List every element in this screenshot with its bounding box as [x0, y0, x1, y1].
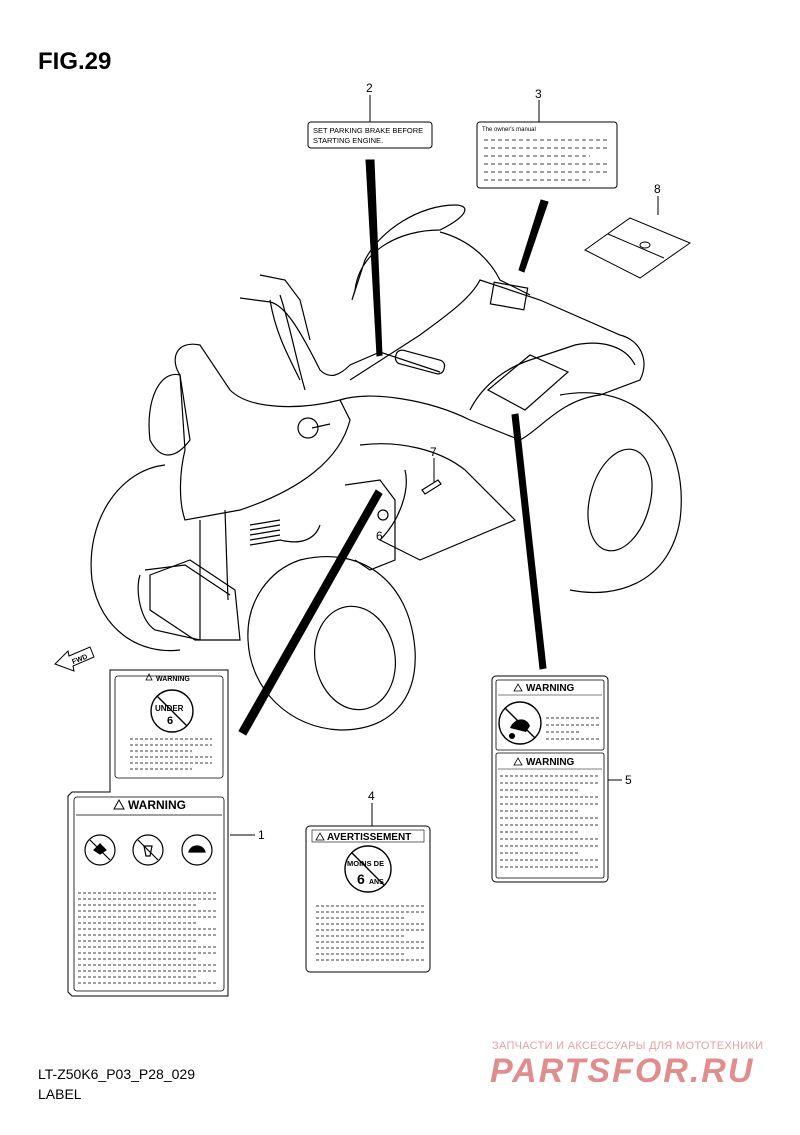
section-name: LABEL — [38, 1086, 82, 1102]
moins-de-top: MOINS DE — [347, 859, 384, 868]
callout-6: 6 — [376, 529, 383, 543]
callout-numbers: 2 3 8 7 6 1 4 5 — [258, 81, 661, 842]
arrow-2 — [365, 159, 383, 357]
callout-8: 8 — [654, 182, 661, 196]
seat — [351, 204, 466, 301]
warning-word-5b: WARNING — [526, 757, 575, 768]
no-rider-pavement-icon — [498, 701, 542, 745]
seat-top — [439, 231, 531, 296]
no-alcohol-icon — [132, 834, 164, 866]
rear-wheel-left — [90, 464, 181, 652]
ignition-key — [311, 423, 331, 429]
callout-3: 3 — [535, 87, 542, 101]
label-parking-brake: SET PARKING BRAKE BEFORE STARTING ENGINE… — [307, 121, 433, 149]
label-5-warnings: WARNING WARNING — [491, 675, 609, 883]
watermark-tagline: ЗАПЧАСТИ И АКСЕССУАРЫ ДЛЯ МОТОТЕХНИКИ — [492, 1040, 764, 1052]
side-label-spot — [486, 354, 570, 411]
frame-bar-2 — [224, 509, 229, 601]
callout-2: 2 — [366, 81, 373, 95]
cables — [269, 294, 306, 391]
parking-brake-line1: SET PARKING BRAKE BEFORE — [313, 126, 423, 135]
handlebar-grip — [394, 349, 446, 375]
label-4-avertissement: AVERTISSEMENT MOINS DE 6 ANS — [305, 825, 431, 973]
item-7-part — [421, 479, 442, 495]
watermark-logo: PARTSFOR.RU — [490, 1052, 755, 1090]
under6-icon — [150, 689, 194, 733]
arrow-3 — [518, 199, 549, 273]
under6-top: UNDER — [155, 704, 184, 713]
callout-7: 7 — [430, 445, 437, 459]
prohibition-icons — [84, 834, 213, 866]
label-8-card — [584, 217, 692, 279]
atv-illustration — [90, 204, 682, 731]
seat-label-spot — [489, 281, 529, 311]
front-spring — [249, 519, 281, 546]
handlebar-left — [259, 274, 311, 341]
rear-wheel-right — [559, 392, 682, 594]
main-body — [339, 279, 645, 441]
front-frame — [149, 559, 241, 641]
ignition-switch — [297, 417, 319, 439]
figure-title: FIG.29 — [38, 48, 112, 75]
no-passenger-icon — [84, 834, 116, 866]
fwd-arrow: FWD — [54, 646, 95, 672]
bumper — [137, 564, 231, 641]
arrow-5-up — [511, 413, 547, 670]
front-wheel-rim — [313, 605, 397, 711]
warning-word-large: WARNING — [128, 798, 186, 812]
label-1-warning: WARNING UNDER 6 WARNING — [67, 669, 229, 997]
callout-5: 5 — [625, 773, 632, 787]
front-wheel — [247, 555, 416, 731]
avertissement-word: AVERTISSEMENT — [327, 832, 411, 843]
under6-num: 6 — [167, 715, 173, 727]
rear-fender — [469, 342, 636, 411]
leaders — [230, 95, 659, 836]
front-cowl — [148, 373, 191, 456]
helmet-required-icon — [181, 834, 213, 866]
front-fender — [174, 343, 351, 521]
arrow-1 — [238, 489, 383, 736]
front-arm — [279, 524, 321, 543]
owners-manual-heading: The owner's manual — [482, 127, 536, 133]
warning-word-5a: WARNING — [526, 683, 575, 694]
moins-de-num: 6 — [357, 871, 365, 887]
rear-wheel-right-rim — [587, 448, 653, 552]
figure-code: LT-Z50K6_P03_P28_029 — [38, 1066, 195, 1082]
front-bracket — [344, 479, 396, 571]
callout-1: 1 — [258, 828, 265, 842]
callout-4: 4 — [368, 789, 375, 803]
label-owners-manual: The owner's manual — [476, 121, 618, 189]
warning-word-small: WARNING — [156, 676, 190, 683]
handlebar — [239, 297, 441, 377]
label-6-spot — [377, 509, 389, 521]
moins-de-unit: ANS — [369, 879, 384, 886]
moins-de-6-icon — [344, 845, 392, 893]
footwell — [359, 443, 517, 561]
parking-brake-line2: STARTING ENGINE. — [313, 136, 383, 145]
